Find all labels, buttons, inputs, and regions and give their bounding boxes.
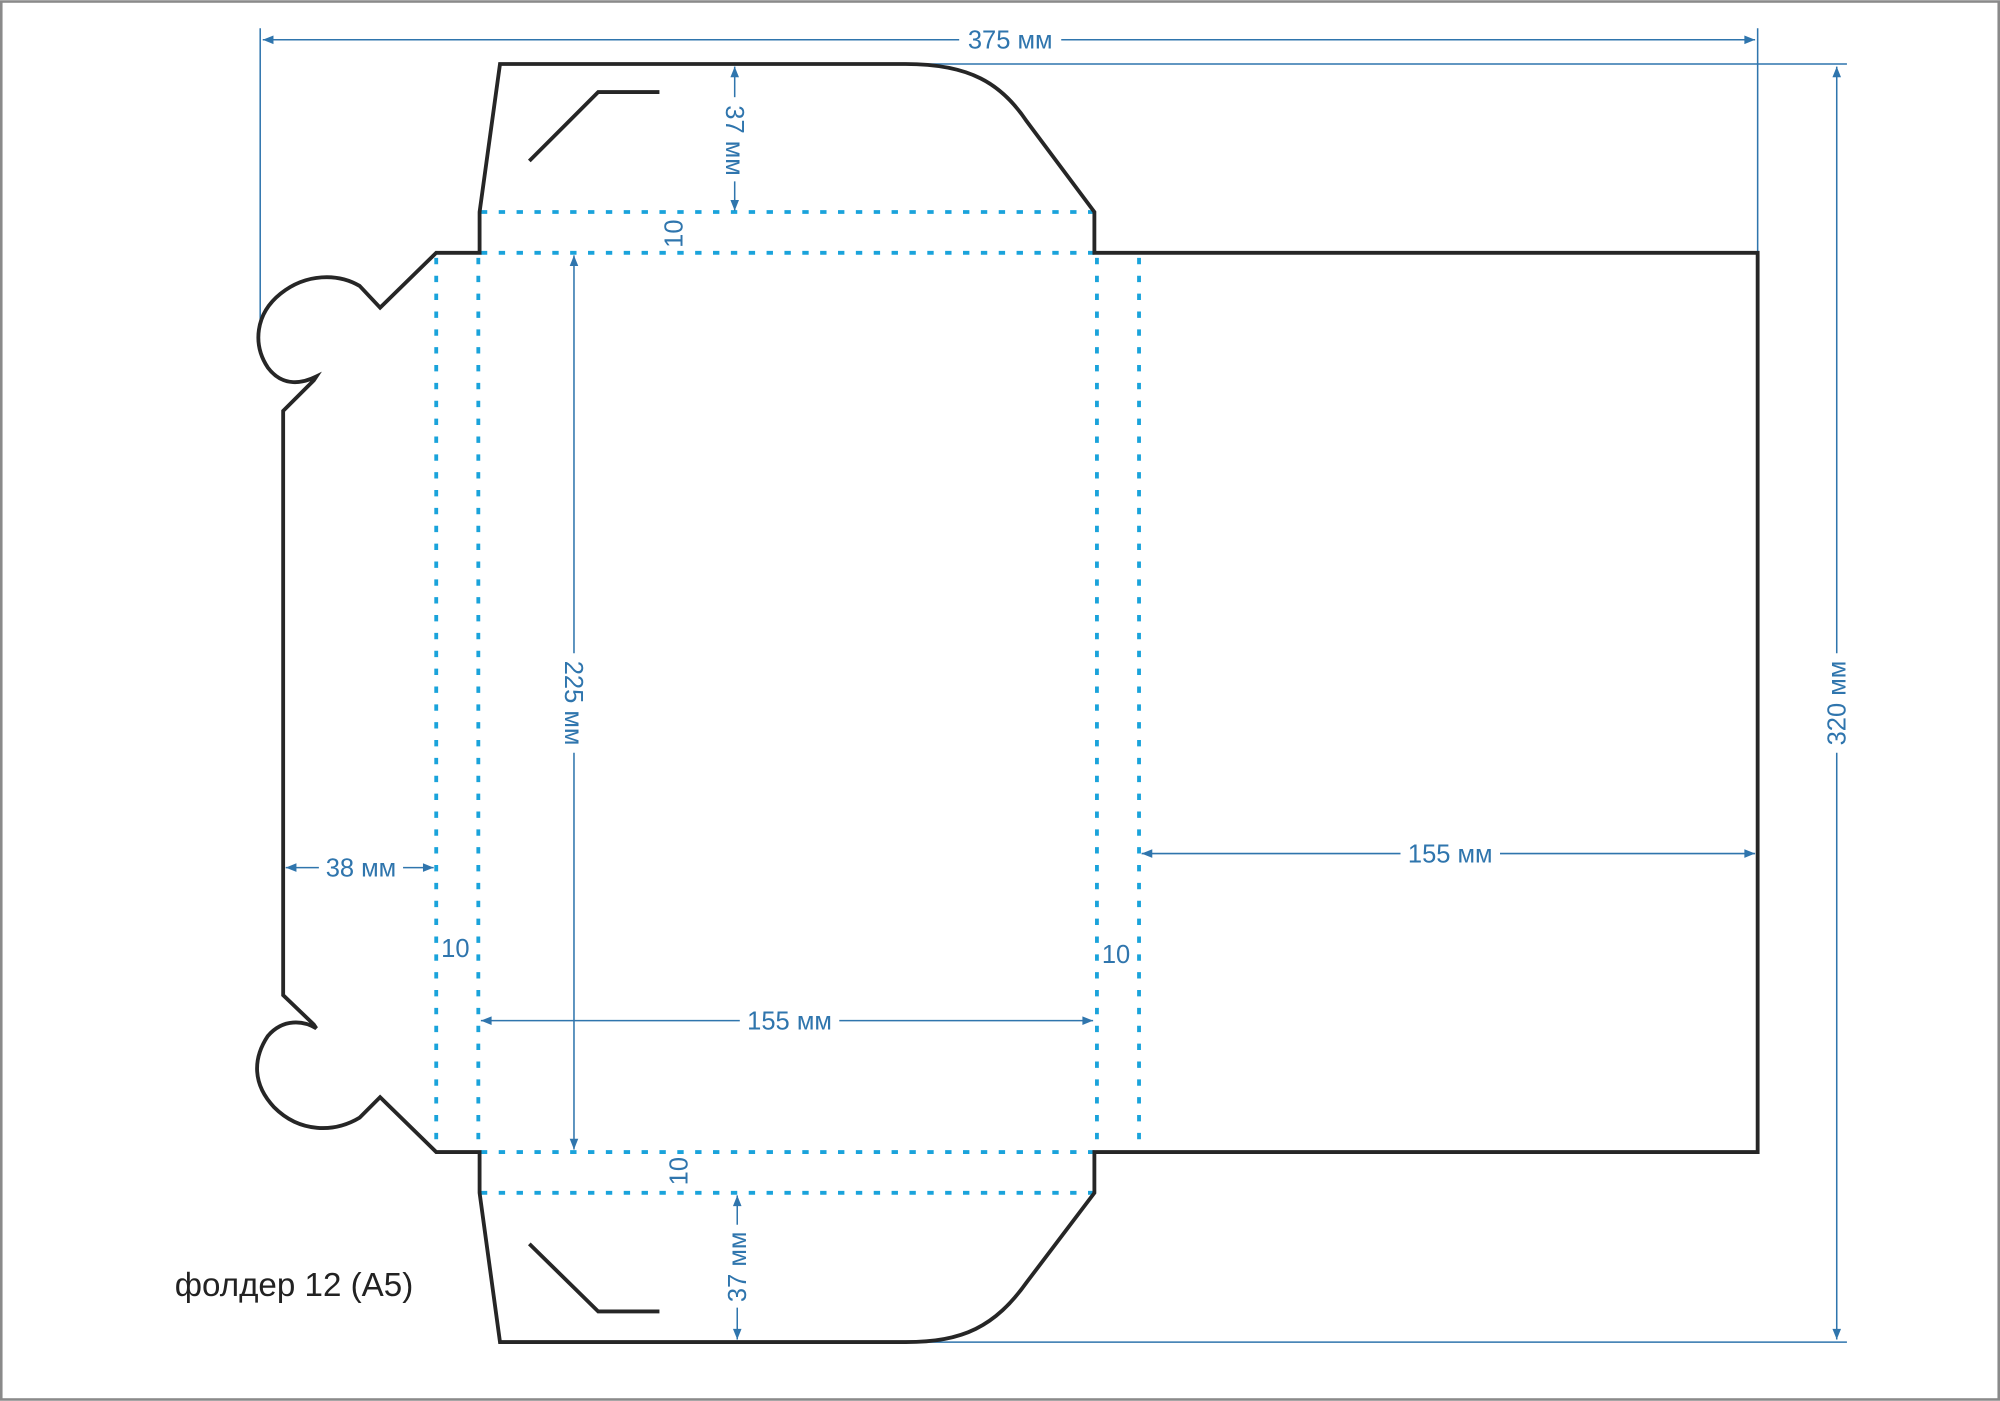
dim-top-flap: 37 мм xyxy=(720,105,748,176)
crease-left-label: 10 xyxy=(441,935,469,963)
fold-lines xyxy=(434,210,1141,1195)
dim-panel-height: 225 мм xyxy=(559,661,587,746)
diagram-title: фолдер 12 (А5) xyxy=(175,1267,414,1304)
dim-total-width: 375 мм xyxy=(968,27,1053,55)
dimension-lines xyxy=(262,35,1842,1340)
dim-bottom-flap: 37 мм xyxy=(724,1232,752,1303)
bottom-slot xyxy=(527,1242,660,1314)
crease-right-label: 10 xyxy=(1102,941,1130,969)
crease-bottom-label: 10 xyxy=(666,1157,694,1185)
dim-lock-tab-width: 38 мм xyxy=(326,855,397,883)
cut-outline xyxy=(255,62,1760,1344)
dim-panel-width: 155 мм xyxy=(747,1008,832,1036)
dim-total-height: 320 мм xyxy=(1824,661,1852,746)
extension-lines xyxy=(259,28,1847,1343)
dim-right-panel-width: 155 мм xyxy=(1408,840,1493,868)
top-slot xyxy=(527,90,660,163)
crease-top-label: 10 xyxy=(660,219,688,247)
